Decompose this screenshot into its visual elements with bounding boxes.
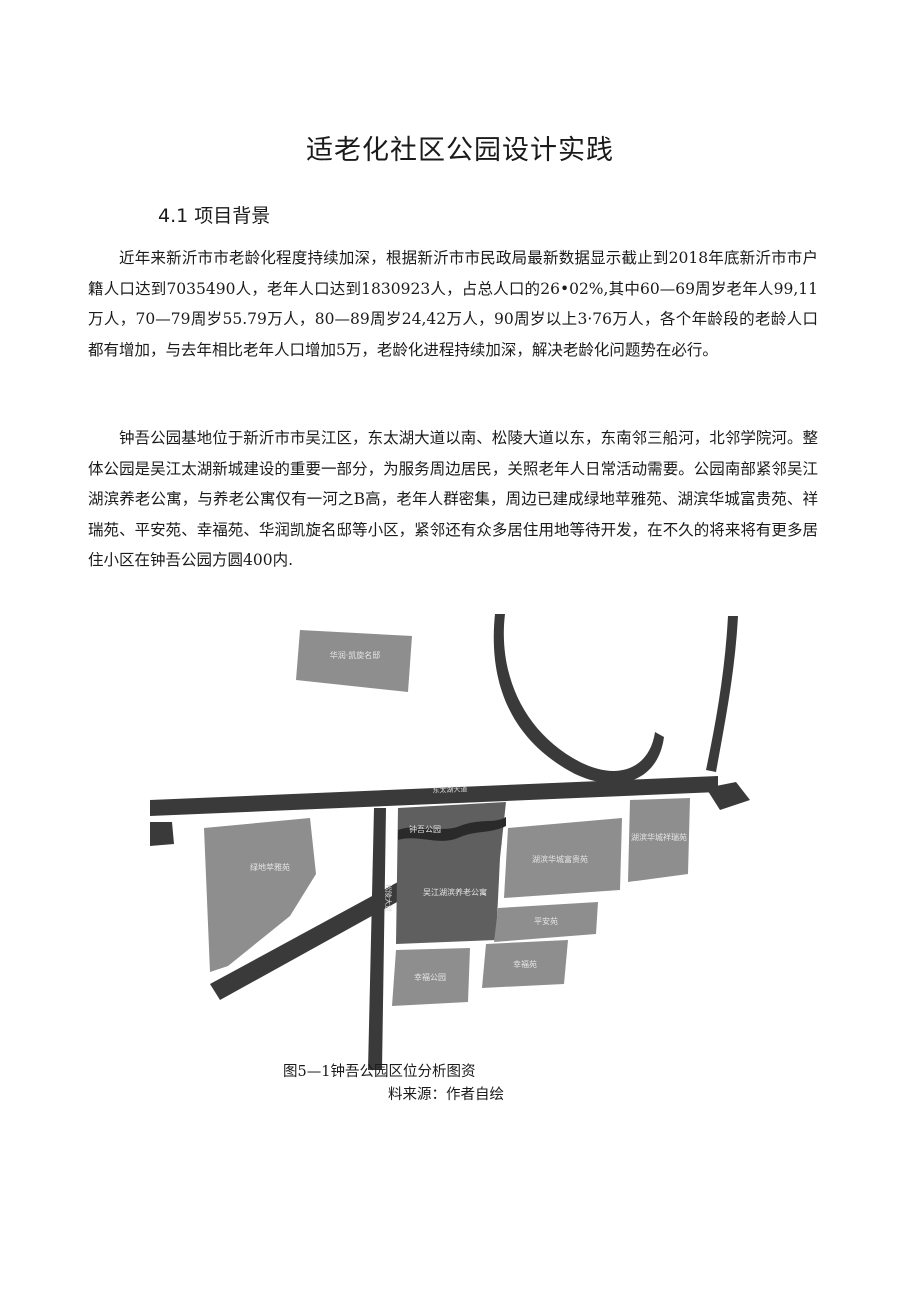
park-river bbox=[398, 817, 506, 841]
figure-caption: 图5—1钟吾公园区位分析图资 bbox=[283, 1064, 476, 1080]
block-top bbox=[296, 630, 412, 692]
label-ping-an: 平安苑 bbox=[534, 916, 558, 926]
vertical-road bbox=[368, 808, 386, 1070]
label-east-center-block: 湖滨华城富贵苑 bbox=[532, 854, 588, 864]
label-vertical-road: 松陵大道 bbox=[384, 884, 393, 912]
main-road bbox=[150, 776, 718, 816]
label-west-block: 绿地苹雅苑 bbox=[250, 862, 290, 872]
label-elder-apartment: 吴江湖滨养老公寓 bbox=[423, 887, 487, 897]
label-south-right: 幸福苑 bbox=[513, 959, 537, 969]
block-south-left bbox=[392, 948, 470, 1006]
block-east bbox=[628, 798, 690, 882]
label-south-left: 幸福公园 bbox=[414, 973, 446, 982]
label-east-block: 湖滨华城祥瑞苑 bbox=[631, 832, 687, 842]
page-title: 适老化社区公园设计实践 bbox=[306, 135, 614, 166]
block-south-right bbox=[482, 940, 568, 988]
east-curve-road bbox=[706, 616, 738, 772]
location-map: 华润·凯旋名邸 东太湖大道 绿地苹雅苑 松陵大道 钟吾公园 吴江湖滨养老公寓 湖… bbox=[150, 614, 750, 1070]
label-park: 钟吾公园 bbox=[409, 824, 441, 834]
west-road-stub bbox=[150, 822, 174, 846]
figure-source: 料来源：作者自绘 bbox=[388, 1087, 504, 1103]
section-heading: 4.1 项目背景 bbox=[158, 205, 271, 227]
block-east-center bbox=[504, 818, 622, 898]
label-top-block: 华润·凯旋名邸 bbox=[330, 650, 381, 660]
label-main-road: 东太湖大道 bbox=[432, 784, 467, 794]
block-west bbox=[204, 818, 316, 972]
paragraph-background: 近年来新沂市市老龄化程度持续加深，根据新沂市市民政局最新数据显示截止到2018年… bbox=[88, 249, 818, 359]
paragraph-site: 钟吾公园基地位于新沂市市吴江区，东太湖大道以南、松陵大道以东，东南邻三船河，北邻… bbox=[88, 429, 818, 569]
east-road-stub bbox=[706, 782, 750, 810]
river-curve bbox=[493, 614, 664, 784]
block-ping-an bbox=[494, 902, 598, 942]
